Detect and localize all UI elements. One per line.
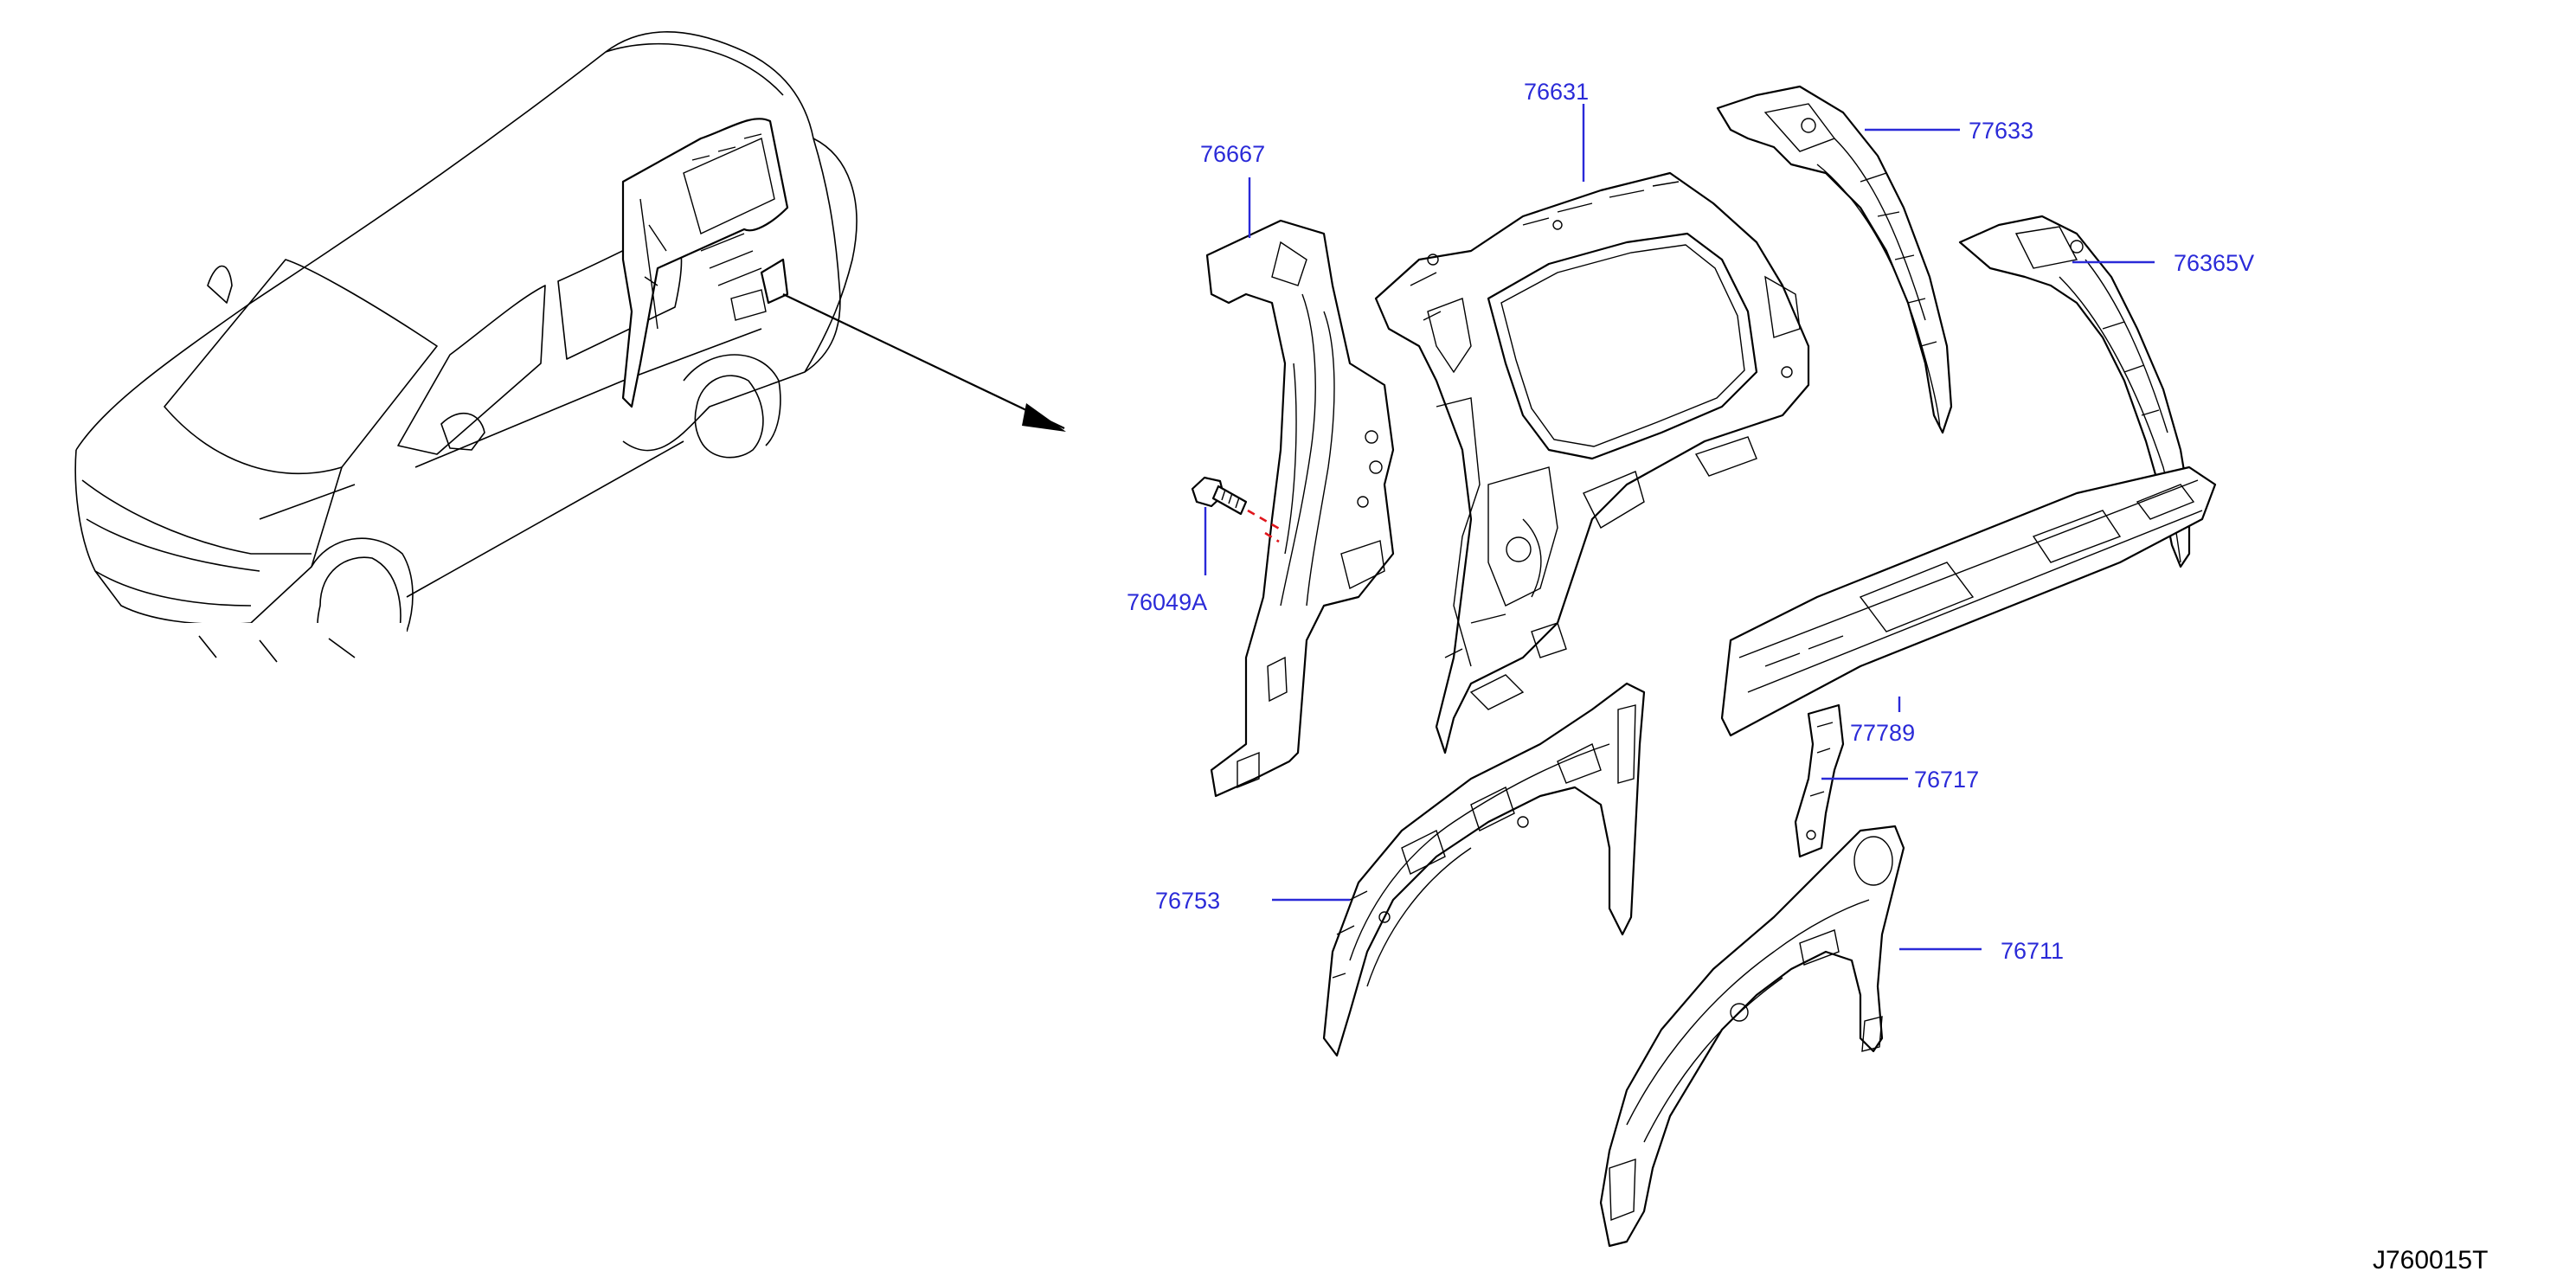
part-76631	[1374, 171, 1810, 754]
callout-76631: 76631	[1524, 79, 1589, 105]
diagram-reference-code: J760015T	[2373, 1246, 2488, 1274]
callout-76667: 76667	[1200, 141, 1265, 167]
callout-77633: 77633	[1969, 118, 2033, 144]
part-76753	[1322, 682, 1646, 1057]
callout-76049A: 76049A	[1127, 589, 1207, 615]
callout-76365V: 76365V	[2174, 250, 2254, 276]
part-76667	[1205, 219, 1395, 798]
part-76717	[1794, 703, 1845, 858]
leader-lines	[1204, 104, 2155, 951]
callout-labels: 76667 76631 77633 76365V 76049A 77789 76…	[1127, 79, 2254, 964]
part-76711	[1599, 825, 1905, 1248]
part-77633	[1716, 85, 1953, 434]
callout-76753: 76753	[1155, 888, 1220, 914]
direction-arrow	[782, 293, 1066, 432]
vehicle-illustration	[74, 31, 858, 684]
callout-76717: 76717	[1914, 767, 1979, 793]
part-76049A-bolt	[1191, 476, 1282, 543]
van-highlight-panel	[621, 118, 789, 408]
callout-76711: 76711	[2001, 938, 2064, 964]
callout-77789: 77789	[1850, 720, 1915, 746]
part-77789	[1720, 465, 2217, 737]
